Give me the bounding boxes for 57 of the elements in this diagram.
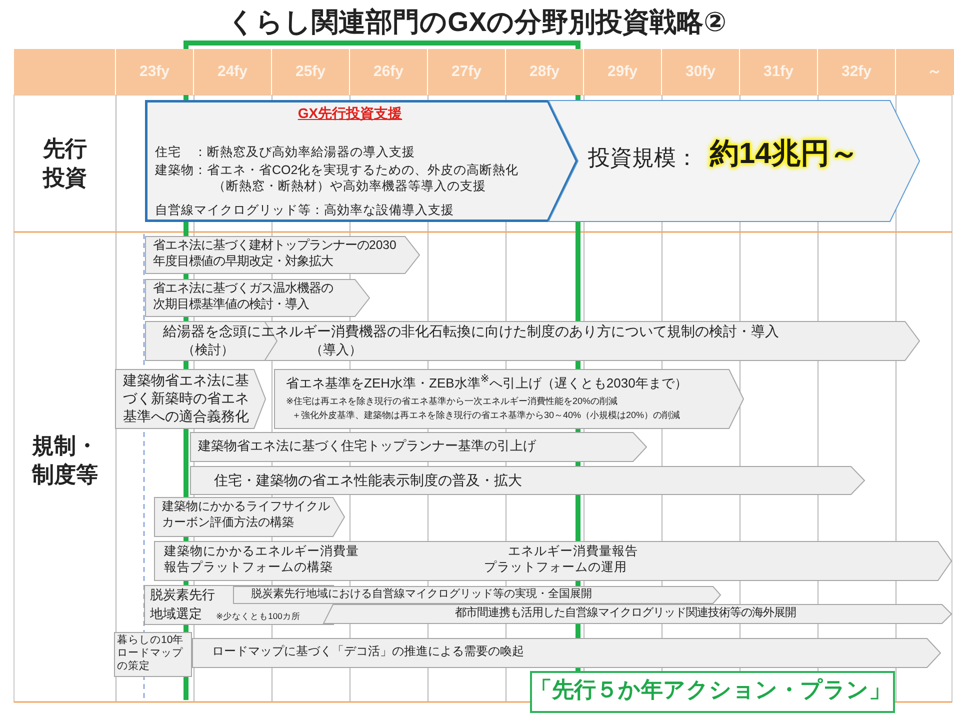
arrow-label: （導入）	[310, 342, 362, 359]
arrow-label: ＋強化外皮基準、建築物は再エネを除き現行の省エネ基準から30～40%（小規模は20%）の削減	[292, 410, 680, 422]
row-heading: 先行投資	[41, 135, 88, 192]
arrow-label: 省エネ基準をZEH水準・ZEB水準$^{※}$へ引上げ（遅くとも2030年まで）	[286, 372, 688, 392]
year-header-cell: ～	[896, 49, 954, 95]
schedule-bar	[190, 466, 865, 495]
plan-title: 「先行５か年アクション・プラン」	[530, 676, 891, 704]
year-header-cell: 31fy	[740, 49, 818, 95]
schedule-bar	[154, 541, 952, 581]
year-header-cell: 30fy	[662, 49, 740, 95]
year-header-cell: 24fy	[194, 49, 272, 95]
schedule-bar	[145, 279, 370, 317]
arrow-label: 建築物にかかるライフサイクルカーボン評価方法の構築	[162, 499, 331, 530]
arrow-label: 建築物省エネ法に基づく新築時の省エネ基準への適合義務化	[123, 371, 250, 426]
year-header-cell: 23fy	[116, 49, 194, 95]
plan-box	[530, 671, 895, 713]
row-heading: 規制・制度等	[31, 432, 99, 489]
arrow-label: 建築物にかかるエネルギー消費量報告プラットフォームの構築	[164, 543, 359, 576]
arrow-label: 建築物：省エネ・省CO2化を実現するための、外皮の高断熱化（断熱窓・断熱材）や高効率機器等導入の支援	[155, 162, 520, 194]
arrow-label: 省エネ法に基づくガス温水機器の次期目標基準値の検討・導入	[153, 281, 334, 313]
schedule-bar	[154, 497, 345, 537]
schedule-bar	[145, 236, 420, 274]
arrow-label: 自営線マイクログリッド等：高効率な設備導入支援	[155, 202, 454, 218]
arrow-label: ロードマップに基づく「デコ活」の推進による需要の喚起	[212, 644, 524, 660]
arrow-heading: GX先行投資支援	[296, 104, 404, 122]
investment-arrow	[548, 100, 920, 222]
year-header-cell: 28fy	[506, 49, 584, 95]
arrow-label: 省エネ法に基づく建材トップランナーの2030年度目標値の早期改定・対象拡大	[153, 238, 398, 270]
arrow-label: 給湯器を念頭にエネルギー消費機器の非化石転換に向けた制度のあり方について規制の検討・導入	[163, 322, 779, 340]
schedule-bar	[192, 638, 941, 668]
year-header-cell: 32fy	[818, 49, 896, 95]
investment-amount: 約14兆円～	[710, 137, 858, 172]
year-header-cell: 29fy	[584, 49, 662, 95]
support-panel	[145, 100, 578, 222]
title: くらし関連部門のGXの分野別投資戦略②	[226, 6, 728, 39]
arrow-label: （検討）	[182, 342, 234, 359]
arrow-label: 住宅・建築物の省エネ性能表示制度の普及・拡大	[214, 471, 522, 490]
arrow-label: 建築物省エネ法に基づく住宅トップランナー基準の引上げ	[198, 438, 536, 455]
schedule-bar	[323, 604, 952, 624]
arrow-label: 脱炭素先行地域における自営線マイクログリッド等の実現・全国展開	[251, 587, 592, 602]
schedule-bar	[233, 586, 721, 604]
investment-label: 投資規模：	[588, 144, 698, 172]
year-header-cell: 27fy	[428, 49, 506, 95]
arrow-label: ※住宅は再エネを除き現行の省エネ基準から一次エネルギー消費性能を20%の削減	[286, 396, 618, 408]
schedule-bar	[190, 432, 647, 462]
arrow-label: 脱炭素先行地域選定	[150, 586, 216, 623]
arrow-label: ※少なくとも100カ所	[216, 611, 300, 622]
year-header-cell: 26fy	[350, 49, 428, 95]
schedule-bar	[145, 321, 920, 361]
arrow-label: 暮らしの10年ロードマップの策定	[117, 634, 185, 674]
arrow-label: 都市間連携も活用した自営線マイクログリッド関連技術等の海外展開	[455, 606, 796, 621]
arrow-label: 住宅 ：断熱窓及び高効率給湯器の導入支援	[155, 144, 415, 160]
schedule-bar	[274, 369, 744, 429]
text-box	[114, 632, 192, 677]
arrow-label: エネルギー消費量報告プラットフォームの運用	[484, 543, 639, 576]
schedule-bar	[115, 369, 266, 429]
year-header-cell: 25fy	[272, 49, 350, 95]
